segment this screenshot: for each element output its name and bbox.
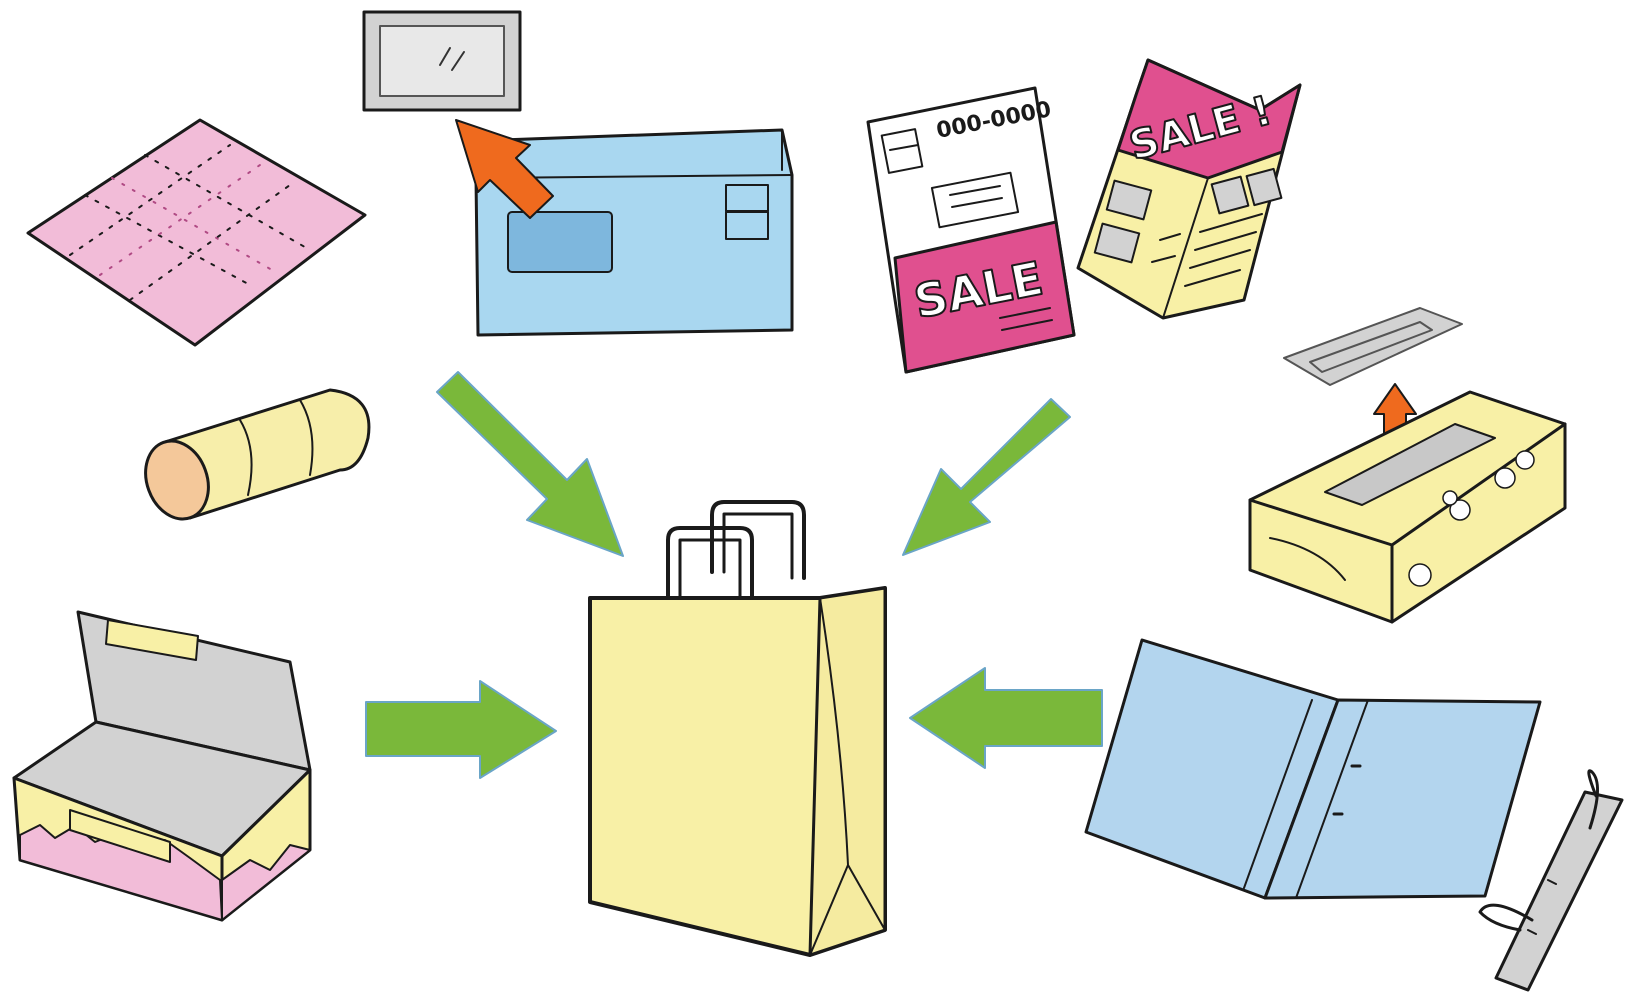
tissue-film-icon xyxy=(1283,307,1463,386)
snack-box-icon xyxy=(12,610,312,922)
envelope-lift-arrow-icon xyxy=(455,119,554,219)
newspaper-icon: SALE ! xyxy=(1076,58,1302,320)
wrapping-paper-icon xyxy=(26,118,367,347)
paper-roll-icon xyxy=(144,388,371,521)
paper-bag-icon xyxy=(588,500,887,957)
file-folder-icon xyxy=(1084,638,1542,900)
tissue-box-icon xyxy=(1248,390,1567,624)
envelope-icon xyxy=(474,128,794,337)
arrow-top-left-icon xyxy=(436,371,624,557)
arrow-top-right-icon xyxy=(902,398,1071,556)
arrow-left-icon xyxy=(365,680,557,779)
flyer-icon: 000-0000 SALE xyxy=(866,86,1076,374)
arrow-right-icon xyxy=(909,667,1103,769)
metal-fastener-icon xyxy=(1478,769,1624,992)
envelope-film-icon xyxy=(362,10,522,112)
